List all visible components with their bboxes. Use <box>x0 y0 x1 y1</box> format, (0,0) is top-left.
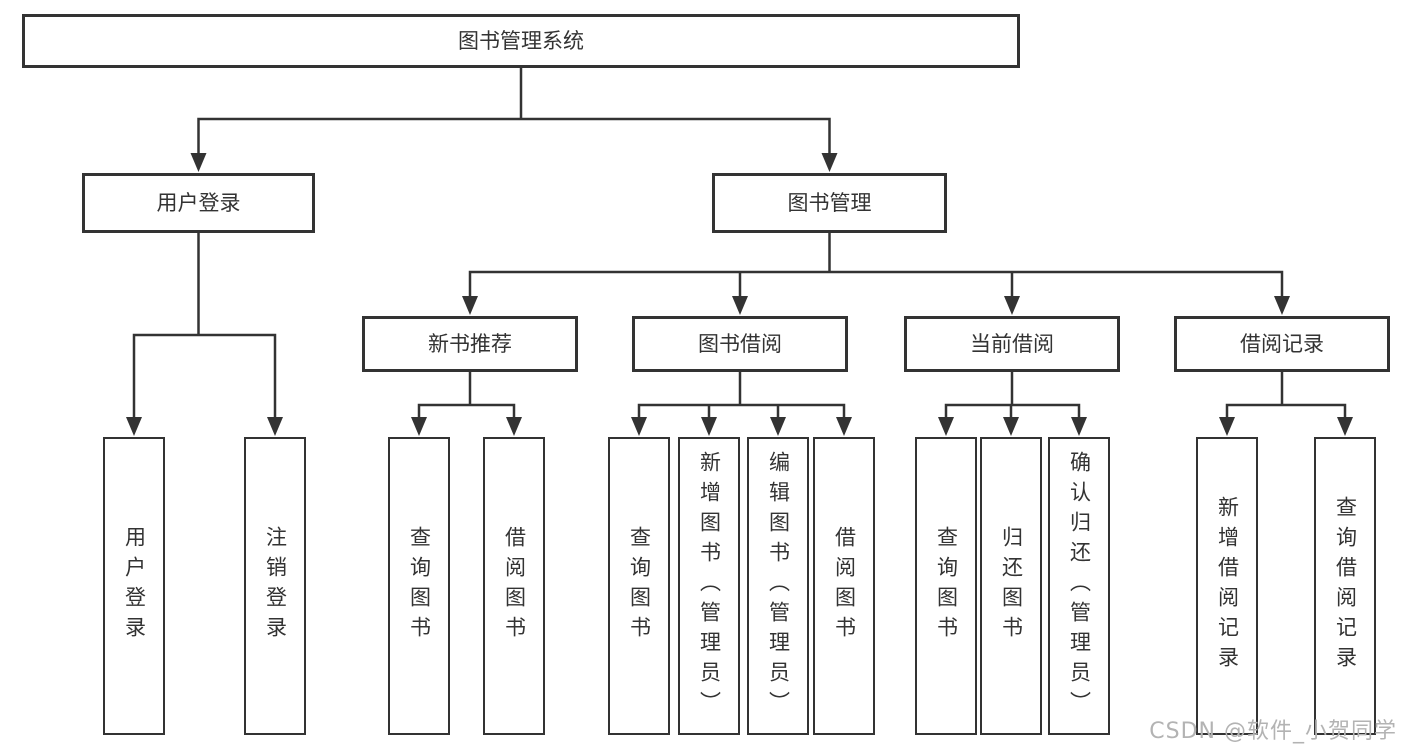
leaf-label: 查询图书 <box>627 526 652 646</box>
node-new-book-recommend: 新书推荐 <box>362 316 578 372</box>
node-label: 图书管理 <box>787 190 872 215</box>
leaf-add-books-admin: 新增图书（管理员） <box>678 437 740 735</box>
leaf-user-login: 用户登录 <box>103 437 165 735</box>
node-library-management-system: 图书管理系统 <box>22 14 1020 68</box>
leaf-query-books-recommend: 查询图书 <box>388 437 450 735</box>
node-label: 图书管理系统 <box>458 28 584 53</box>
leaf-label: 新增图书（管理员） <box>697 451 722 721</box>
node-borrow-records: 借阅记录 <box>1174 316 1390 372</box>
leaf-label: 归还图书 <box>999 526 1024 646</box>
csdn-watermark: CSDN @软件_小贺同学 <box>1149 719 1397 744</box>
leaf-label: 新增借阅记录 <box>1215 496 1240 676</box>
node-book-management: 图书管理 <box>712 173 947 233</box>
leaf-label: 注销登录 <box>263 526 288 646</box>
node-label: 新书推荐 <box>428 331 512 356</box>
node-label: 图书借阅 <box>698 331 782 356</box>
leaf-label: 编辑图书（管理员） <box>766 451 791 721</box>
leaf-label: 用户登录 <box>122 526 147 646</box>
leaf-borrow-books-recommend: 借阅图书 <box>483 437 545 735</box>
leaf-return-books: 归还图书 <box>980 437 1042 735</box>
leaf-label: 借阅图书 <box>832 526 857 646</box>
node-current-borrowing: 当前借阅 <box>904 316 1120 372</box>
leaf-borrow-books-borrowing: 借阅图书 <box>813 437 875 735</box>
leaf-query-books-current: 查询图书 <box>915 437 977 735</box>
node-label: 当前借阅 <box>970 331 1054 356</box>
leaf-label: 确认归还（管理员） <box>1067 451 1092 721</box>
leaf-edit-books-admin: 编辑图书（管理员） <box>747 437 809 735</box>
leaf-add-borrow-record: 新增借阅记录 <box>1196 437 1258 735</box>
leaf-logout-login: 注销登录 <box>244 437 306 735</box>
leaf-query-borrow-record: 查询借阅记录 <box>1314 437 1376 735</box>
node-label: 借阅记录 <box>1240 331 1324 356</box>
leaf-label: 借阅图书 <box>502 526 527 646</box>
leaf-query-books-borrowing: 查询图书 <box>608 437 670 735</box>
node-book-borrowing: 图书借阅 <box>632 316 848 372</box>
leaf-label: 查询图书 <box>407 526 432 646</box>
node-user-login: 用户登录 <box>82 173 315 233</box>
leaf-label: 查询借阅记录 <box>1333 496 1358 676</box>
leaf-confirm-return-admin: 确认归还（管理员） <box>1048 437 1110 735</box>
leaf-label: 查询图书 <box>934 526 959 646</box>
node-label: 用户登录 <box>156 190 241 215</box>
